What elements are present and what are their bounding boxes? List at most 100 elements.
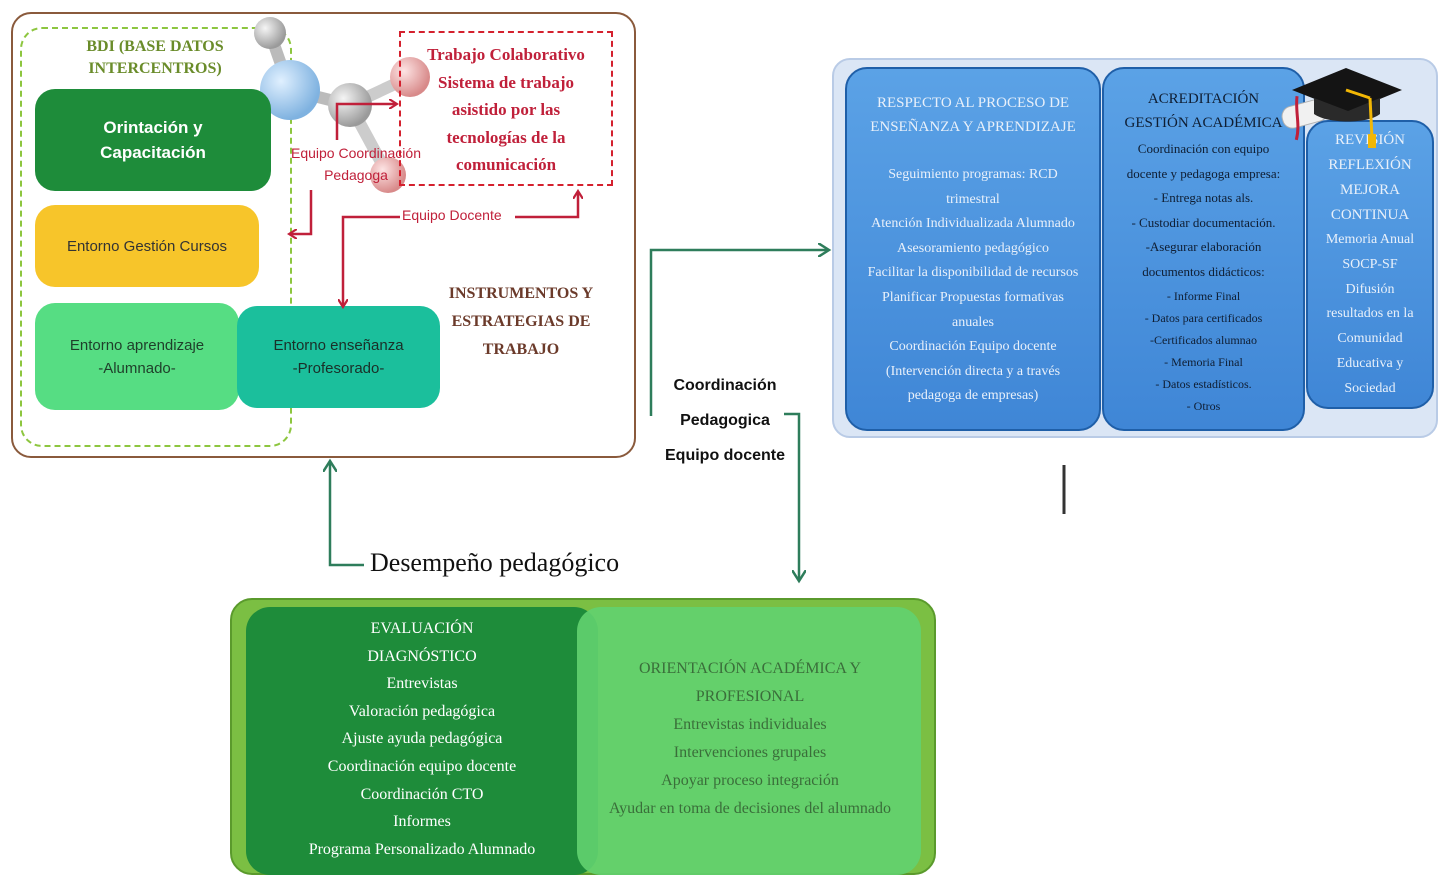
col2-subitem: - Datos estadísticos. — [1155, 376, 1252, 391]
coordinacion-line-2: Pedagogica — [680, 412, 770, 429]
col2-items: Coordinación con equipo docente y pedago… — [1104, 137, 1303, 285]
ensenanza-line-1: Entorno enseñanza — [273, 337, 404, 354]
orientacion-line: ORIENTACIÓN ACADÉMICA Y — [638, 660, 862, 677]
ensenanza-line-2: -Profesorado- — [292, 360, 385, 377]
bdi-title: BDI (BASE DATOS INTERCENTROS) — [60, 36, 250, 80]
col-acreditacion: ACREDITACIÓN GESTIÓN ACADÉMICA Coordinac… — [1102, 67, 1305, 431]
col3-item: Difusión — [1345, 281, 1395, 297]
equipo-docente-label: Equipo Docente — [402, 207, 502, 223]
evaluacion-box — [246, 607, 598, 875]
col1-item: Seguimiento programas: RCD — [888, 167, 1058, 182]
col2-item: docente y pedagoga empresa: — [1126, 165, 1281, 181]
col2-subitems: - Informe Final - Datos para certificado… — [1104, 285, 1303, 417]
entorno-aprendizaje-box: Entorno aprendizaje -Alumnado- — [35, 303, 239, 410]
col1-item: Atención Individualizada Alumnado — [871, 216, 1075, 232]
instrumentos-line-1: INSTRUMENTOS Y — [448, 285, 594, 302]
col1-item: Coordinación Equipo docente — [889, 339, 1057, 355]
col2-subitem: - Datos para certificados — [1144, 310, 1263, 325]
col3-title-line-2: REFLEXIÓN — [1328, 157, 1412, 173]
equipo-coord-line-1: Equipo Coordinación — [291, 145, 421, 161]
col2-subitem: - Otros — [1186, 398, 1221, 413]
evaluacion-text: EVALUACIÓN DIAGNÓSTICO Entrevistas Valor… — [258, 615, 586, 863]
col3-title-line-4: CONTINUA — [1330, 207, 1410, 223]
col1-item: Asesoramiento pedagógico — [896, 240, 1049, 256]
instrumentos-line-2: ESTRATEGIAS DE — [451, 313, 591, 330]
col3-item: resultados en la — [1326, 306, 1414, 322]
evaluacion-line: Ajuste ayuda pedagógica — [341, 730, 503, 748]
evaluacion-line: Coordinación equipo docente — [327, 757, 517, 775]
trabajo-colaborativo-box — [399, 31, 613, 186]
col2-item: - Entrega notas als. — [1153, 190, 1254, 206]
evaluacion-line: Valoración pedagógica — [348, 702, 496, 720]
evaluacion-line: Coordinación CTO — [360, 785, 484, 803]
desempeno-label: Desempeño pedagógico — [370, 548, 620, 577]
col3-title-line-3: MEJORA — [1339, 182, 1400, 198]
equipo-coord-line-2: Pedagoga — [324, 167, 388, 183]
orientacion-academica-text: ORIENTACIÓN ACADÉMICA Y PROFESIONAL Entr… — [580, 655, 920, 823]
col1-title-line-1: RESPECTO AL PROCESO DE — [876, 95, 1070, 111]
col3-item: Educativa y — [1336, 355, 1404, 371]
instrumentos-label: INSTRUMENTOS Y ESTRATEGIAS DE TRABAJO — [432, 280, 610, 364]
aprendizaje-line-1: Entorno aprendizaje — [69, 336, 205, 354]
col3-item: Sociedad — [1344, 380, 1396, 396]
orientacion-line-1: Orintación y — [103, 118, 203, 137]
col2-item: documentos didácticos: — [1142, 263, 1265, 279]
bdi-title-line-1: BDI (BASE DATOS — [86, 38, 224, 55]
col2-subitem: -Certificados alumnao — [1150, 332, 1257, 347]
evaluacion-line: Entrevistas — [386, 675, 458, 693]
trabajo-line-1: Trabajo Colaborativo — [427, 45, 585, 64]
trabajo-line-4: tecnologías de la — [446, 127, 566, 147]
trabajo-line-3: asistido por las — [451, 100, 561, 119]
trabajo-line-5: comunicación — [455, 155, 557, 174]
trabajo-colaborativo-text: Trabajo Colaborativo Sistema de trabajo … — [405, 41, 607, 179]
coordinacion-line-3: Equipo docente — [665, 447, 785, 464]
col3-items: Memoria Anual SOCP-SF Difusión resultado… — [1308, 228, 1432, 402]
entorno-ensenanza-box: Entorno enseñanza -Profesorado- — [237, 306, 440, 408]
col3-item: Comunidad — [1337, 331, 1403, 347]
col2-title-line-1: ACREDITACIÓN — [1147, 91, 1260, 107]
col2-title: ACREDITACIÓN GESTIÓN ACADÉMICA — [1104, 69, 1303, 135]
col1-item: anuales — [952, 314, 994, 330]
coordinacion-line-1: Coordinación — [673, 377, 777, 394]
col2-subitem: - Informe Final — [1166, 288, 1241, 303]
evaluacion-line: Informes — [393, 813, 451, 831]
col1-title-line-2: ENSEÑANZA Y APRENDIZAJE — [870, 119, 1076, 135]
col-proceso-ensenanza: RESPECTO AL PROCESO DE ENSEÑANZA Y APREN… — [845, 67, 1101, 431]
instruments-frame — [11, 12, 636, 458]
col2-subitem: - Memoria Final — [1164, 354, 1243, 369]
evaluacion-line: Programa Personalizado Alumnado — [308, 840, 536, 858]
evaluacion-line: EVALUACIÓN — [370, 620, 474, 637]
col1-item: trimestral — [946, 191, 1000, 207]
col1-item: pedagoga de empresas) — [907, 388, 1039, 404]
col1-items: Seguimiento programas: RCD trimestral At… — [847, 163, 1099, 409]
trabajo-line-2: Sistema de trabajo — [438, 72, 574, 92]
equipo-coordinacion-label: Equipo Coordinación Pedagoga — [279, 142, 433, 186]
col-revision: REVISIÓN REFLEXIÓN MEJORA CONTINUA Memor… — [1306, 120, 1434, 409]
orientacion-line: Entrevistas individuales — [673, 716, 827, 733]
entorno-gestion-cursos-box: Entorno Gestión Cursos — [35, 205, 259, 287]
aprendizaje-line-2: -Alumnado- — [98, 359, 176, 377]
gestion-label: Entorno Gestión Cursos — [66, 237, 228, 255]
orientacion-line: Ayudar en toma de decisiones del alumnad… — [609, 800, 891, 817]
col3-item: Memoria Anual — [1325, 232, 1415, 247]
col1-item: Facilitar la disponibilidad de recursos — [867, 265, 1079, 281]
orientacion-line: Intervenciones grupales — [673, 744, 827, 761]
bdi-title-line-2: INTERCENTROS) — [88, 60, 222, 77]
col3-item: SOCP-SF — [1342, 256, 1398, 272]
col1-title: RESPECTO AL PROCESO DE ENSEÑANZA Y APREN… — [847, 69, 1099, 139]
orientacion-capacitacion-box: Orintación y Capacitación — [35, 89, 271, 191]
orientacion-academica-box — [577, 607, 921, 875]
graduation-cap-icon — [1281, 68, 1402, 148]
col1-item: Planificar Propuestas formativas — [882, 289, 1064, 305]
orientacion-line-2: Capacitación — [100, 143, 206, 162]
col2-item: Coordinación con equipo — [1137, 141, 1270, 156]
col2-item: - Custodiar documentación. — [1131, 214, 1276, 230]
col2-title-line-2: GESTIÓN ACADÉMICA — [1124, 115, 1283, 131]
evaluacion-line: DIAGNÓSTICO — [367, 647, 477, 665]
orientacion-line: PROFESIONAL — [695, 688, 805, 705]
col2-item: -Asegurar elaboración — [1145, 239, 1262, 255]
col1-item: (Intervención directa y a través — [885, 363, 1061, 379]
coordinacion-label: Coordinación Pedagogica Equipo docente — [650, 368, 800, 473]
instrumentos-line-3: TRABAJO — [482, 341, 560, 358]
